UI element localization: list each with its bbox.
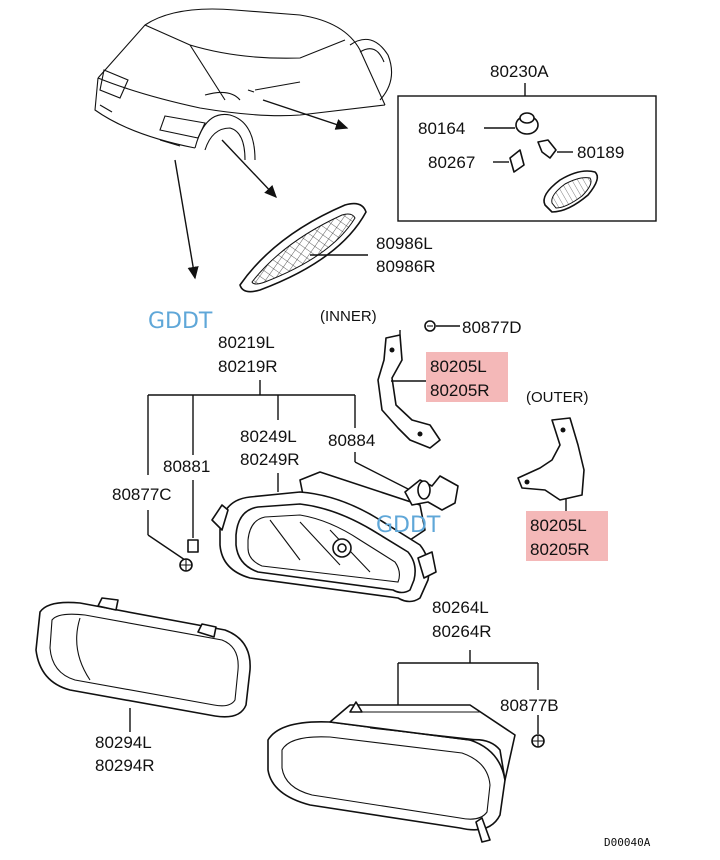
side-marker-kit-box [397,83,657,222]
group-label-outer: (OUTER) [526,389,589,406]
label-80219R: 80219R [218,357,278,376]
outer-bracket-highlight [526,511,608,561]
inner-bracket-screw [424,320,460,332]
label-80884: 80884 [328,431,375,450]
watermark-middle: GDDT [376,513,441,538]
housing-bolt [531,715,545,748]
label-80877C: 80877C [112,485,172,504]
inner-bracket-highlight [426,352,508,402]
fog-lamp-bolt [179,558,193,572]
side-marker-clip [493,149,525,173]
label-80189: 80189 [577,143,624,162]
fog-lamp-bezel [35,597,251,732]
side-reflector [239,202,368,293]
label-80877D: 80877D [462,318,522,337]
inner-bracket [377,330,441,449]
label-80264L: 80264L [432,598,489,617]
label-inner-80205L: 80205L [430,357,487,376]
label-80249R: 80249R [240,450,300,469]
fog-lamp-housing [267,650,539,843]
outer-bracket [517,417,585,512]
fog-lamp-ref-tree [147,380,411,561]
label-80219L: 80219L [218,333,275,352]
label-80881: 80881 [163,457,210,476]
label-80294L: 80294L [95,733,152,752]
label-80264R: 80264R [432,622,492,641]
label-80267: 80267 [428,153,475,172]
side-marker-lamp [543,170,599,213]
diagram-code: D00040A [604,836,651,849]
group-label-inner: (INNER) [320,308,377,325]
fog-lamp-bulb [404,475,459,511]
label-outer-80205R: 80205R [530,540,590,559]
label-80877B: 80877B [500,696,559,715]
side-marker-bulb-socket [484,112,539,135]
label-inner-80205R: 80205R [430,381,490,400]
label-outer-80205L: 80205L [530,516,587,535]
vehicle-outline [94,8,393,161]
side-marker-bulb [537,139,573,159]
watermark-top: GDDT [148,309,213,334]
label-80230A: 80230A [490,62,549,81]
label-80164: 80164 [418,119,465,138]
location-arrows [174,99,349,280]
label-80986R: 80986R [376,257,436,276]
fog-lamp-screw [187,539,199,553]
label-80294R: 80294R [95,756,155,775]
label-80986L: 80986L [376,234,433,253]
label-80249L: 80249L [240,427,297,446]
fog-lamp-assembly [211,471,437,603]
